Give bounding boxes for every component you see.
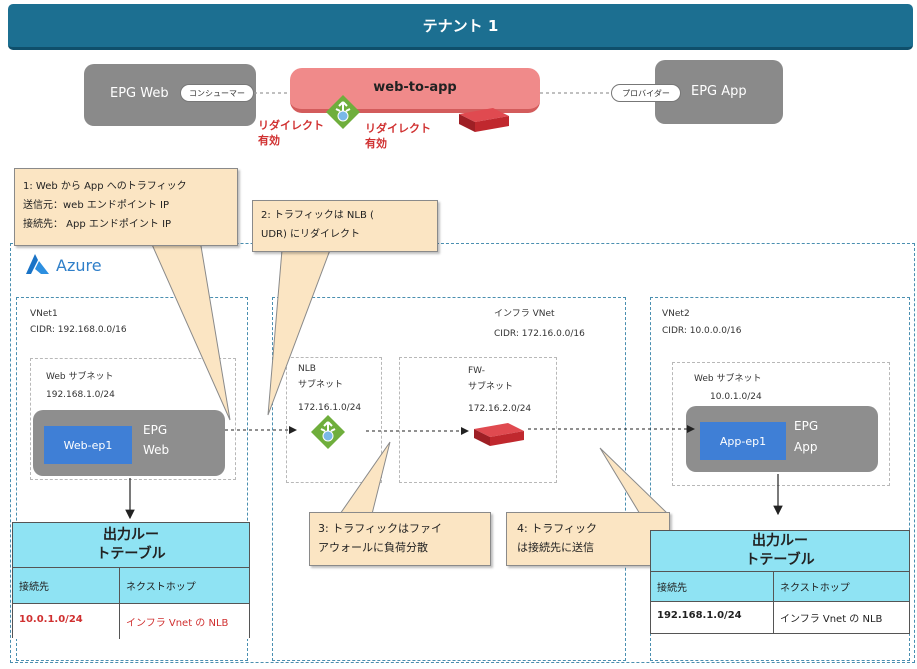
vnet1-subnet-name: Web サブネット [46, 372, 114, 382]
nlb-subnet-cidr: 172.16.1.0/24 [298, 403, 362, 413]
azure-logo-icon [24, 254, 50, 276]
route-left-row: 10.0.1.0/24 インフラ Vnet の NLB [13, 604, 249, 639]
vnet2-cidr: CIDR: 10.0.0.0/16 [662, 326, 742, 336]
nlb-subnet-line2: サブネット [298, 380, 344, 390]
epg-web-top-label: EPG Web [110, 86, 169, 101]
route-table-left: 出力ルー トテーブル 接続先 ネクストホップ 10.0.1.0/24 インフラ … [12, 522, 250, 639]
vnet1-epg-label-2: Web [143, 443, 170, 457]
fw-subnet-cidr: 172.16.2.0/24 [468, 404, 532, 414]
infra-vnet-name: インフラ VNet [494, 309, 555, 319]
vnet1-subnet-cidr: 192.168.1.0/24 [46, 390, 115, 400]
endpoint-app-ep1: App-ep1 [700, 422, 786, 460]
azure-region [10, 243, 915, 663]
nlb-subnet [286, 357, 382, 483]
callout-step2: 2: トラフィックは NLB ( UDR) にリダイレクト [252, 200, 438, 252]
fw-subnet [399, 357, 557, 483]
route-right-row: 192.168.1.0/24 インフラ Vnet の NLB [651, 602, 909, 633]
callout-step1: 1: Web から App へのトラフィック 送信元：web エンドポイント I… [14, 168, 238, 246]
firewall-icon [455, 104, 513, 134]
route-left-header: 接続先 ネクストホップ [13, 568, 249, 604]
vnet2-name: VNet2 [662, 309, 690, 319]
route-right-header: 接続先 ネクストホップ [651, 572, 909, 602]
vnet2-subnet-cidr: 10.0.1.0/24 [710, 392, 762, 402]
fw-subnet-line1: FW- [468, 366, 485, 376]
redirect-label-right: リダイレクト有効 [365, 122, 431, 150]
vnet1-name: VNet1 [30, 309, 58, 319]
epg-app-top-label: EPG App [691, 84, 747, 99]
redirect-label-left: リダイレクト有効 [258, 119, 324, 147]
load-balancer-icon [310, 414, 346, 450]
vnet1-cidr: CIDR: 192.168.0.0/16 [30, 325, 127, 335]
vnet2-subnet-name: Web サブネット [694, 374, 762, 384]
vnet1-web-subnet [30, 358, 236, 480]
vnet1-epg-label-1: EPG [143, 423, 168, 437]
vnet2-epg-label-1: EPG [794, 419, 819, 433]
route-right-title: 出力ルー トテーブル [651, 531, 909, 572]
load-balancer-icon [325, 94, 361, 130]
contract-web-to-app: web-to-app [290, 68, 540, 113]
firewall-icon [470, 420, 528, 448]
callout-step4: 4: トラフィック は接続先に送信 [506, 512, 670, 566]
tenant-title: テナント 1 [422, 17, 499, 35]
nlb-subnet-line1: NLB [298, 364, 316, 374]
azure-label: Azure [56, 256, 102, 275]
infra-vnet-cidr: CIDR: 172.16.0.0/16 [494, 329, 585, 339]
vnet1-box [16, 297, 248, 661]
vnet2-web-subnet [672, 362, 890, 486]
route-left-title: 出力ルー トテーブル [13, 523, 249, 568]
contract-label: web-to-app [373, 80, 457, 95]
fw-subnet-line2: サブネット [468, 382, 514, 392]
endpoint-web-ep1: Web-ep1 [44, 426, 132, 464]
callout-step3: 3: トラフィックはファイ アウォールに負荷分散 [309, 512, 491, 566]
route-table-right: 出力ルー トテーブル 接続先 ネクストホップ 192.168.1.0/24 イン… [650, 530, 910, 634]
vnet2-epg-label-2: App [794, 440, 818, 454]
tenant-header: テナント 1 [8, 4, 913, 50]
provider-tag: プロバイダー [611, 84, 681, 102]
consumer-tag: コンシューマー [180, 84, 254, 102]
